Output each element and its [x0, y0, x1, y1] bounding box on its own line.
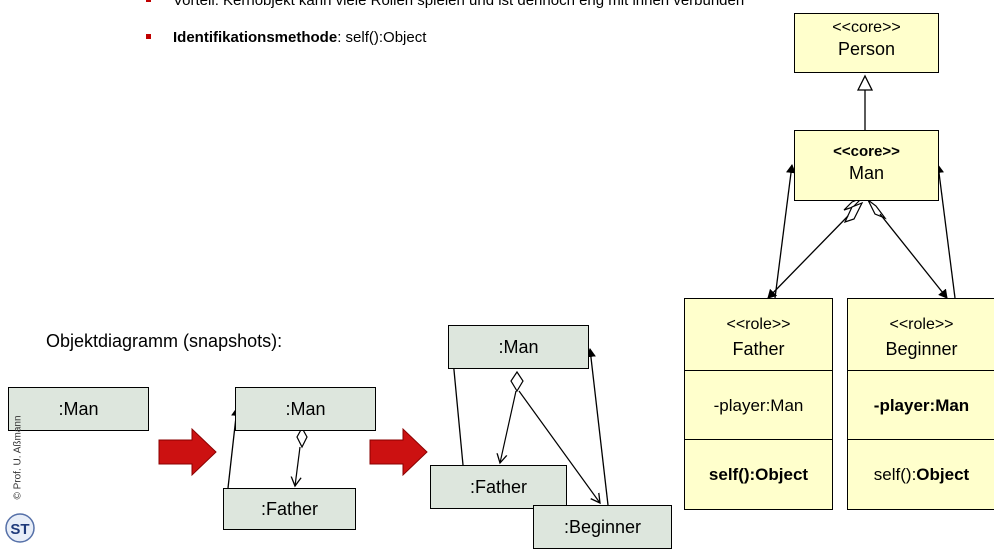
snap3-beginner-object: :Beginner: [533, 505, 672, 549]
snap2-man-object: :Man: [235, 387, 376, 431]
snap3-man-object: :Man: [448, 325, 589, 369]
father-name: Father: [732, 339, 785, 359]
snap3-man-label: :Man: [498, 336, 539, 357]
beginner-method-section: self():Object: [848, 439, 994, 510]
bullet-advantage-text: Vorteil: Kernobjekt kann viele Rollen sp…: [173, 0, 745, 9]
beginner-attribute: -player:Man: [873, 395, 970, 415]
class-person: <<core>> Person: [794, 13, 939, 73]
beginner-method-bold: Object: [916, 465, 970, 484]
father-method-section: self():Object: [685, 439, 832, 510]
snap2-father-object: :Father: [223, 488, 356, 530]
class-man: <<core>> Man: [794, 130, 939, 201]
person-name: Person: [837, 39, 896, 59]
generalization-triangle: [856, 74, 874, 91]
transition-arrow-icon: [158, 427, 217, 477]
father-stereotype: <<role>>: [726, 316, 791, 333]
snap1-man-object: :Man: [8, 387, 149, 431]
beginner-stereotype: <<role>>: [889, 316, 954, 333]
bullet-marker: [146, 0, 151, 2]
snap1-man-label: :Man: [58, 398, 99, 419]
beginner-name: Beginner: [885, 339, 958, 359]
bullet-advantage: Vorteil: Kernobjekt kann viele Rollen sp…: [146, 0, 744, 9]
snap3-beginner-label: :Beginner: [563, 516, 642, 537]
man-name: Man: [848, 163, 884, 183]
copyright-text: © Prof. U. Aßmann: [12, 415, 24, 500]
class-father: <<role>> Father -player:Man self():Objec…: [684, 298, 833, 510]
person-stereotype: <<core>>: [832, 19, 901, 36]
bullet-identification-rest: : self():Object: [337, 29, 427, 46]
copyright-notice: © Prof. U. Aßmann: [0, 415, 24, 499]
snapshot-label: Objektdiagramm (snapshots):: [46, 331, 283, 351]
snap2-man-label: :Man: [285, 398, 326, 419]
man-stereotype: <<core>>: [833, 143, 900, 160]
snap3-father-label: :Father: [469, 476, 528, 497]
beginner-method-prefix: self():: [873, 465, 917, 484]
snap3-father-object: :Father: [430, 465, 567, 509]
st-logo-icon: ST: [5, 513, 35, 543]
logo-text: ST: [10, 521, 29, 538]
bullet-identification: Identifikationsmethode: self():Object: [146, 29, 426, 46]
father-attribute-section: -player:Man: [685, 370, 832, 440]
bullet-marker: [146, 33, 151, 39]
father-attribute: -player:Man: [713, 395, 804, 415]
snap2-father-label: :Father: [260, 498, 319, 519]
transition-arrow-icon: [369, 427, 428, 477]
beginner-attribute-section: -player:Man: [848, 370, 994, 440]
bullet-identification-bold: Identifikationsmethode: [173, 29, 338, 46]
father-method: self():Object: [708, 465, 809, 484]
class-beginner: <<role>> Beginner -player:Man self():Obj…: [847, 298, 994, 510]
